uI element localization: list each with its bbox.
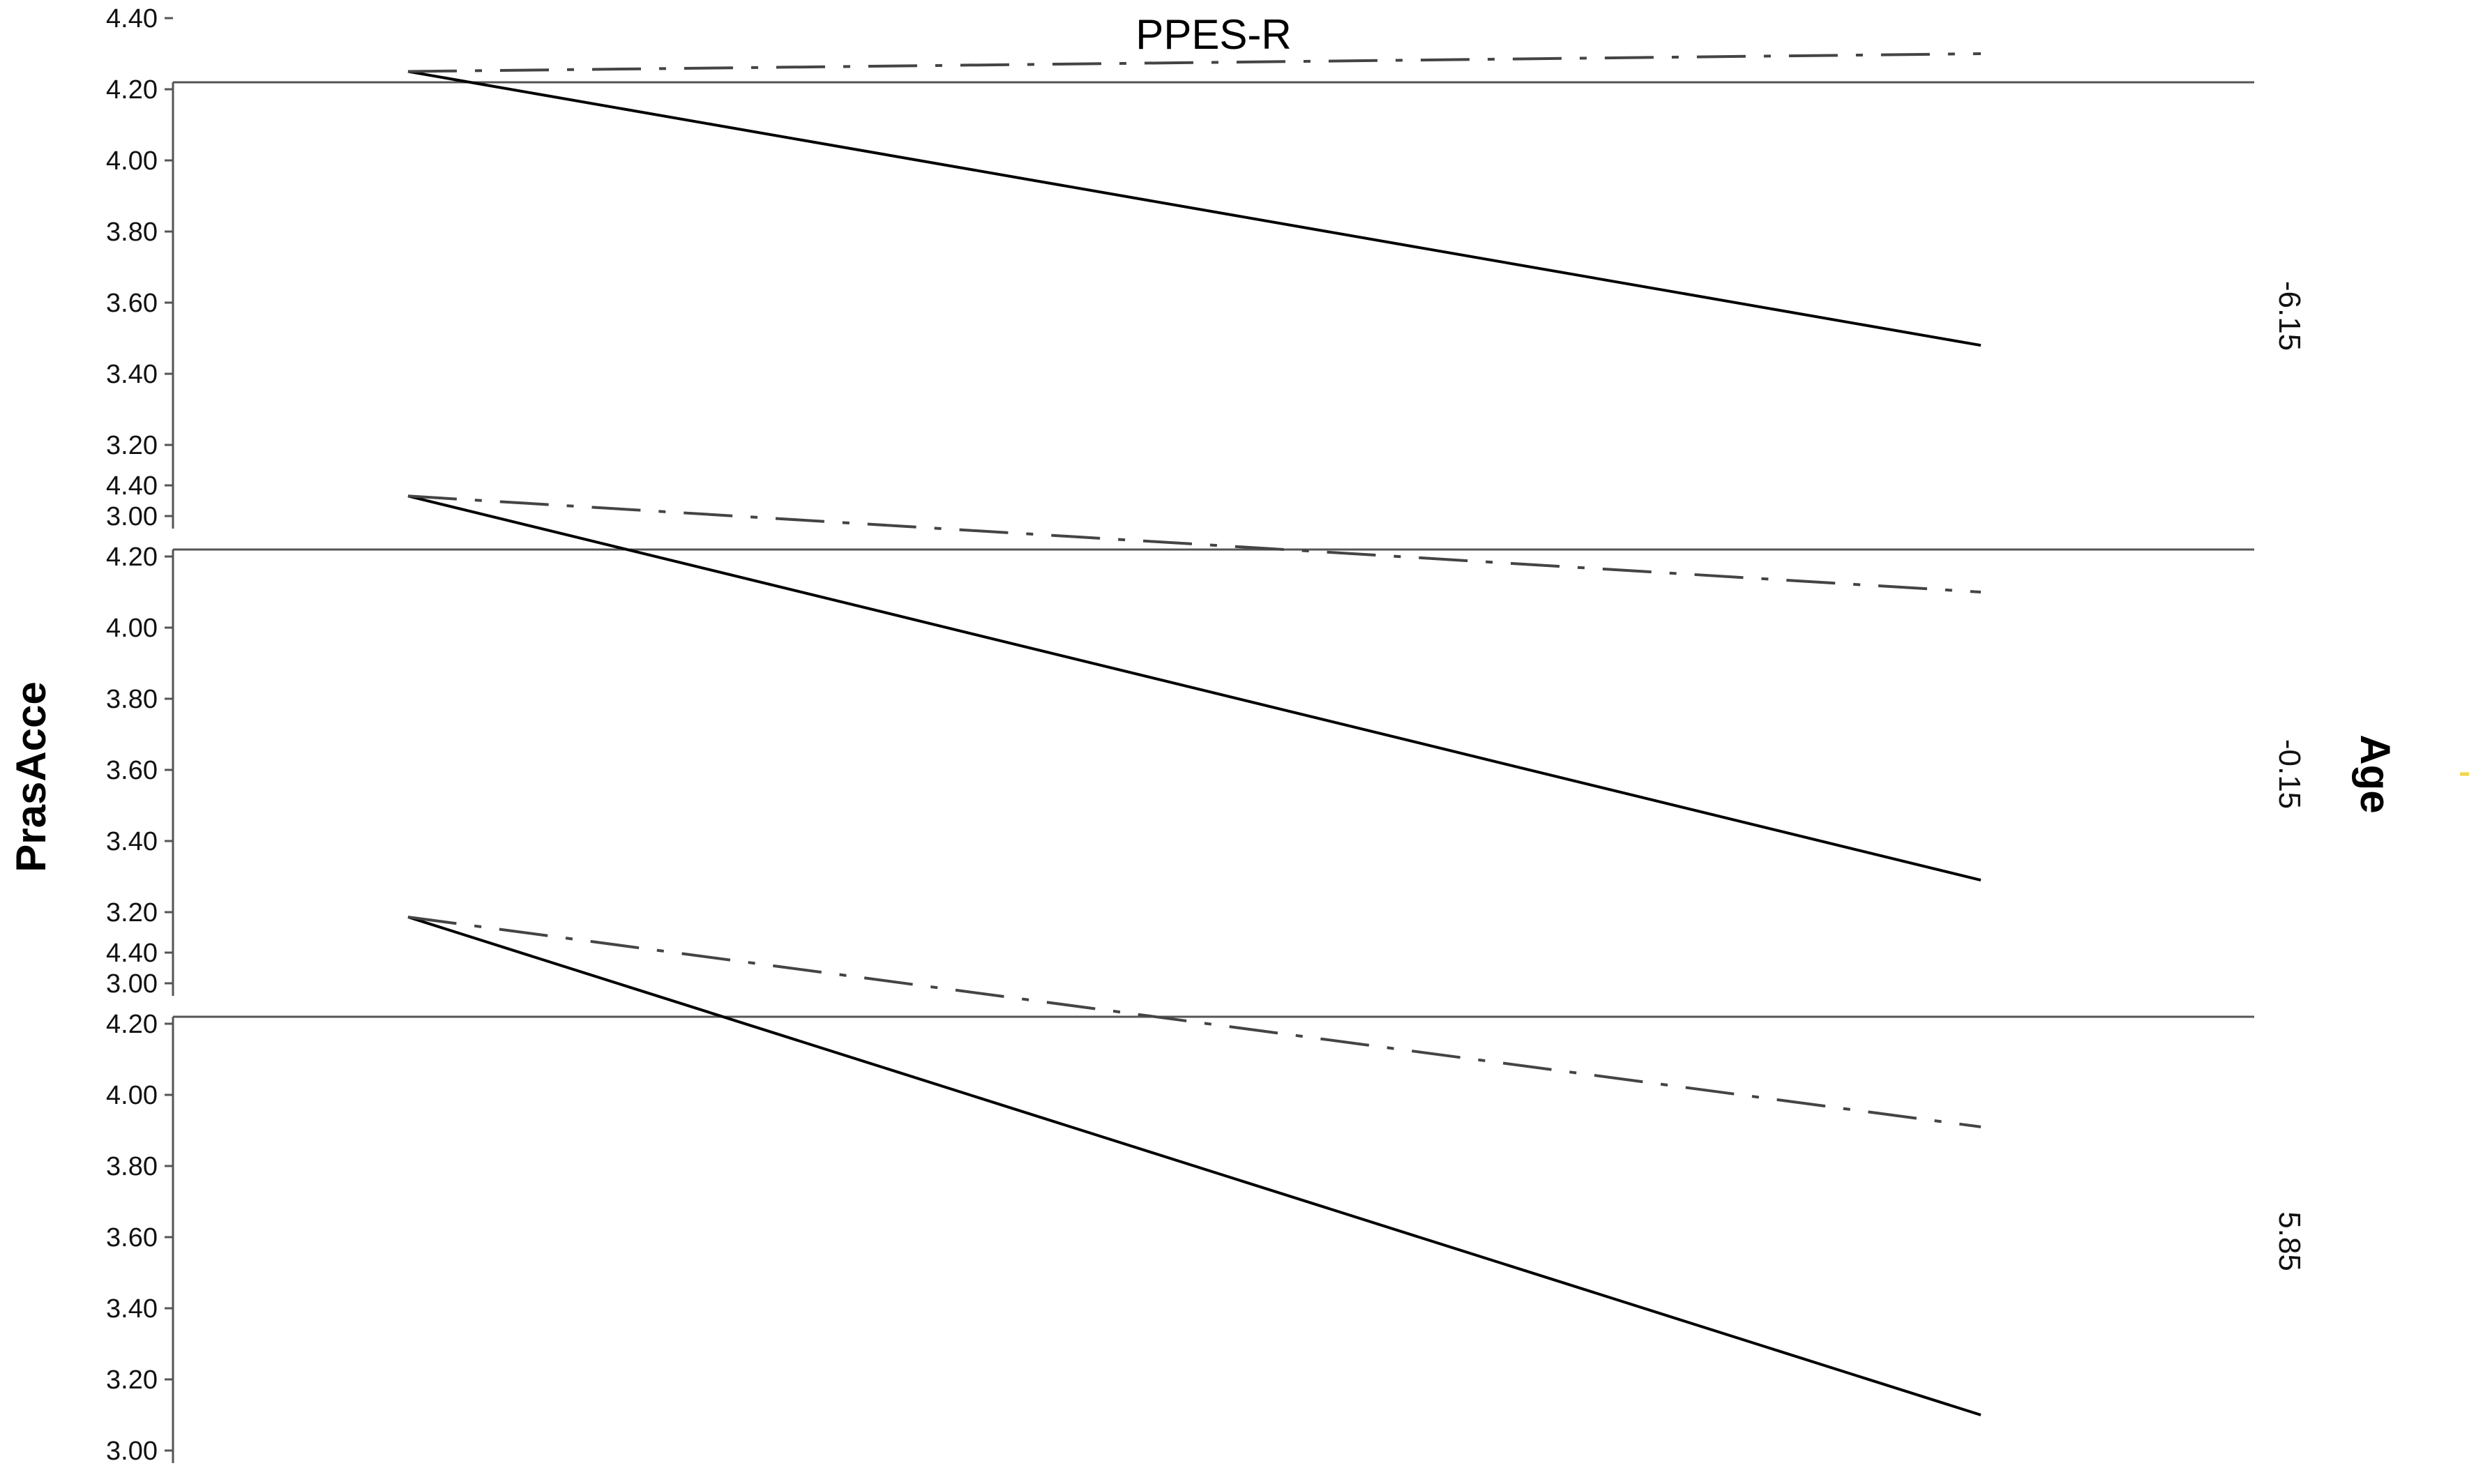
- y-tick-label: 3.20: [106, 431, 158, 460]
- y-tick-label: 3.40: [106, 827, 158, 856]
- y-tick-label: 3.00: [106, 969, 158, 999]
- y-tick-label: 4.00: [106, 614, 158, 643]
- y-tick-label: 4.20: [106, 75, 158, 105]
- y-tick-label: 3.40: [106, 1294, 158, 1324]
- panel-3: 3.00 3.20 3.40 3.60 3.80 4.00 4.20 4.40 5.85: [106, 916, 2307, 1466]
- facet-label: 5.85: [2272, 1211, 2307, 1271]
- y-tick-label: 3.00: [106, 502, 158, 531]
- y-tick-label: 3.80: [106, 1152, 158, 1181]
- series-line-solid: [407, 916, 1982, 1416]
- y-tick-label: 4.00: [106, 1081, 158, 1110]
- series-line-dashdot: [407, 916, 1982, 1128]
- facet-label: -0.15: [2272, 739, 2307, 809]
- y-axis-title: PrasAcce: [8, 681, 54, 872]
- y-tick-label: 3.60: [106, 756, 158, 785]
- y-tick-label: 4.00: [106, 146, 158, 176]
- chart-title: PPES-R: [1135, 11, 1291, 58]
- series-line-dashdot: [407, 494, 1982, 593]
- series-line-dashdot: [407, 52, 1982, 73]
- y-tick-label: 3.20: [106, 898, 158, 927]
- facet-label: -6.15: [2272, 281, 2307, 351]
- series-line-solid: [407, 494, 1982, 882]
- y-tick-label: 4.40: [106, 471, 158, 501]
- series-line-solid: [407, 70, 1982, 347]
- y-tick-label: 3.60: [106, 1223, 158, 1252]
- facet-variable-title: Age: [2352, 734, 2399, 813]
- panel-2: 3.00 3.20 3.40 3.60 3.80 4.00 4.20 4.40 -0.15: [106, 471, 2307, 999]
- y-tick-label: 3.60: [106, 289, 158, 318]
- y-tick-label: 3.00: [106, 1437, 158, 1466]
- y-tick-label: 3.20: [106, 1365, 158, 1395]
- y-tick-label: 4.40: [106, 939, 158, 968]
- y-tick-label: 4.20: [106, 1010, 158, 1039]
- y-tick-label: 3.80: [106, 685, 158, 714]
- panels-layer: 3.003.203.403.603.804.004.204.40-6.153.0…: [106, 4, 2307, 1466]
- y-tick-label: 4.40: [106, 4, 158, 33]
- y-tick-label: 3.80: [106, 218, 158, 247]
- panel-1: 3.00 3.20 3.40 3.60 3.80 4.00 4.20 4.40 -6.15: [106, 4, 2307, 531]
- y-tick-label: 4.20: [106, 543, 158, 572]
- y-tick-label: 3.40: [106, 360, 158, 389]
